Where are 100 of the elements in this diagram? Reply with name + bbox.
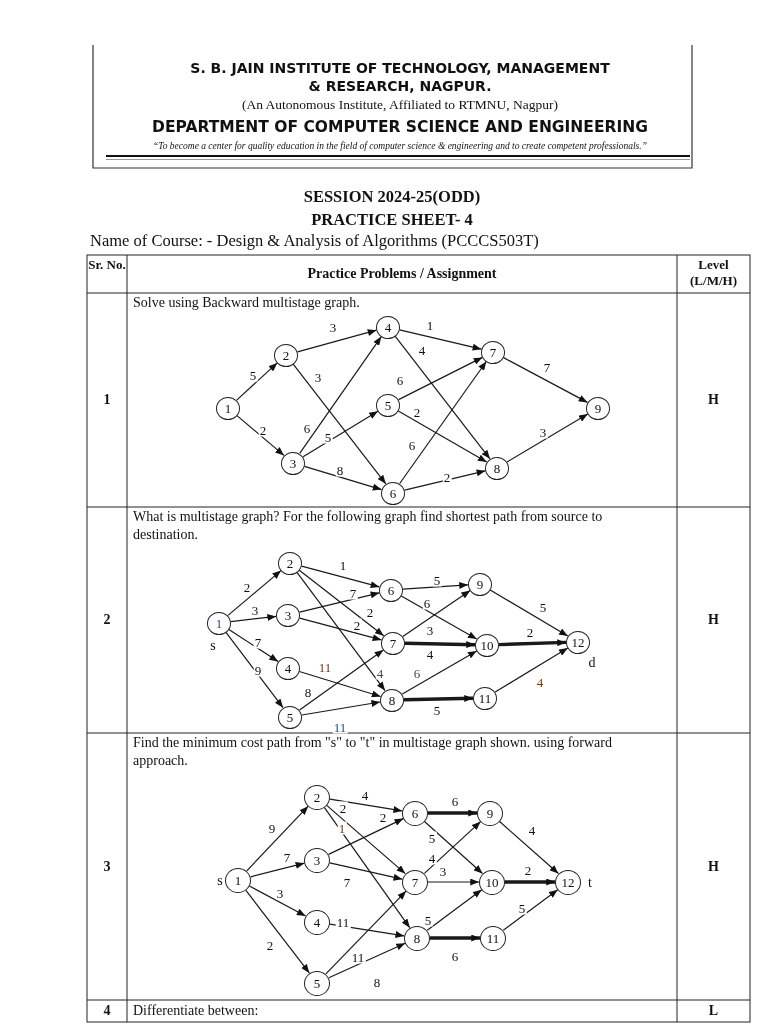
node-number: 7 <box>389 636 397 650</box>
node-circle <box>304 909 330 935</box>
terminal-label: t <box>588 876 592 890</box>
node-circle <box>278 551 302 575</box>
column-header: Level (L/M/H) <box>690 257 737 289</box>
arrow <box>399 360 487 485</box>
node-number: 5 <box>384 398 392 412</box>
level-value: H <box>708 392 719 407</box>
level-value: H <box>708 859 719 874</box>
node-number: 3 <box>284 608 292 622</box>
node-number: 6 <box>387 583 395 597</box>
node-circle <box>402 800 428 826</box>
arrow <box>303 465 383 491</box>
arrow <box>299 649 384 711</box>
node-number: 8 <box>413 931 421 945</box>
node-circle <box>304 784 330 810</box>
node-circle <box>479 869 505 895</box>
arrow <box>225 631 284 709</box>
arrow <box>402 581 469 590</box>
arrow <box>502 357 589 403</box>
arrow <box>398 356 483 401</box>
arrow <box>505 878 555 886</box>
node-number: 1 <box>234 873 242 887</box>
node-circle <box>276 656 300 680</box>
node-number: 4 <box>384 320 392 334</box>
node-circle <box>376 315 400 339</box>
node-number: 12 <box>561 875 575 889</box>
row-number: 1 <box>103 392 111 407</box>
arrow <box>292 363 387 485</box>
arrow <box>296 571 386 692</box>
arrow <box>426 889 483 931</box>
node-circle <box>274 343 298 367</box>
arrow <box>299 591 380 613</box>
arrow <box>427 878 480 886</box>
vision-quote: “To become a center for quality education in the field of computer science & engineering and to create competent professionals.” <box>153 141 647 151</box>
node-number: 12 <box>571 635 585 649</box>
node-number: 5 <box>313 976 321 990</box>
arrow <box>299 336 382 454</box>
column-header: Sr. No. <box>88 257 126 272</box>
node-number: 5 <box>286 710 294 724</box>
arrow <box>494 647 569 693</box>
question-text: Solve using Backward multistage graph. <box>133 295 360 310</box>
node-circle <box>379 578 403 602</box>
node-circle <box>477 800 503 826</box>
arrow <box>230 613 277 623</box>
node-circle <box>380 688 404 712</box>
arrow <box>499 820 559 875</box>
arrow <box>403 695 474 702</box>
column-header: Practice Problems / Assignment <box>307 266 497 281</box>
department-name: DEPARTMENT OF COMPUTER SCIENCE AND ENGINEERING <box>152 118 648 136</box>
terminal-label: s <box>210 639 216 653</box>
arrow <box>404 641 476 648</box>
node-circle <box>304 847 330 873</box>
arrow <box>298 569 385 637</box>
arrow <box>228 628 279 663</box>
node-circle <box>304 970 330 996</box>
node-number: 1 <box>224 401 232 415</box>
affiliation-note: (An Autonomous Institute, Affiliated to RTMNU, Nagpur) <box>241 97 559 112</box>
node-number: 10 <box>485 875 499 889</box>
arrow <box>227 570 282 616</box>
node-number: 7 <box>489 345 497 359</box>
node-circle <box>216 396 240 420</box>
node-number: 4 <box>284 661 292 675</box>
session-heading: SESSION 2024-25(ODD) <box>303 187 481 206</box>
institute-name: S. B. JAIN INSTITUTE OF TECHNOLOGY, MANAGEMENT & RESEARCH, NAGPUR. <box>190 60 610 94</box>
arrow <box>236 362 278 401</box>
node-number: 3 <box>313 853 321 867</box>
node-circle <box>381 631 405 655</box>
course-name: Name of Course: - Design & Analysis of Algorithms (PCCCS503T) <box>90 231 539 250</box>
node-circle <box>404 925 430 951</box>
arrow <box>296 329 378 353</box>
row-number: 3 <box>103 859 111 874</box>
arrow <box>250 861 305 878</box>
node-number: 7 <box>411 875 419 889</box>
node-number: 8 <box>388 693 396 707</box>
terminal-label: s <box>217 874 223 888</box>
question-text: What is multistage graph? For the following graph find shortest path from source to destination. <box>133 509 603 542</box>
node-circle <box>473 686 497 710</box>
node-number: 6 <box>389 486 397 500</box>
arrow <box>325 890 407 975</box>
arrow <box>430 934 480 942</box>
arrow <box>397 410 488 463</box>
node-circle <box>485 456 509 480</box>
arrow <box>248 885 307 917</box>
node-number: 1 <box>215 616 223 630</box>
node-circle <box>276 603 300 627</box>
node-number: 2 <box>286 556 294 570</box>
arrow <box>301 565 380 588</box>
node-circle <box>468 572 492 596</box>
node-number: 9 <box>476 577 484 591</box>
sheet-title: PRACTICE SHEET- 4 <box>311 210 473 229</box>
terminal-label: d <box>588 656 596 670</box>
arrow <box>245 889 310 974</box>
arrow <box>428 809 477 817</box>
level-value: L <box>708 1003 719 1018</box>
row-number: 2 <box>103 612 111 627</box>
row-number: 4 <box>103 1003 111 1018</box>
node-number: 6 <box>411 806 419 820</box>
node-circle <box>475 633 499 657</box>
arrow <box>329 798 403 813</box>
